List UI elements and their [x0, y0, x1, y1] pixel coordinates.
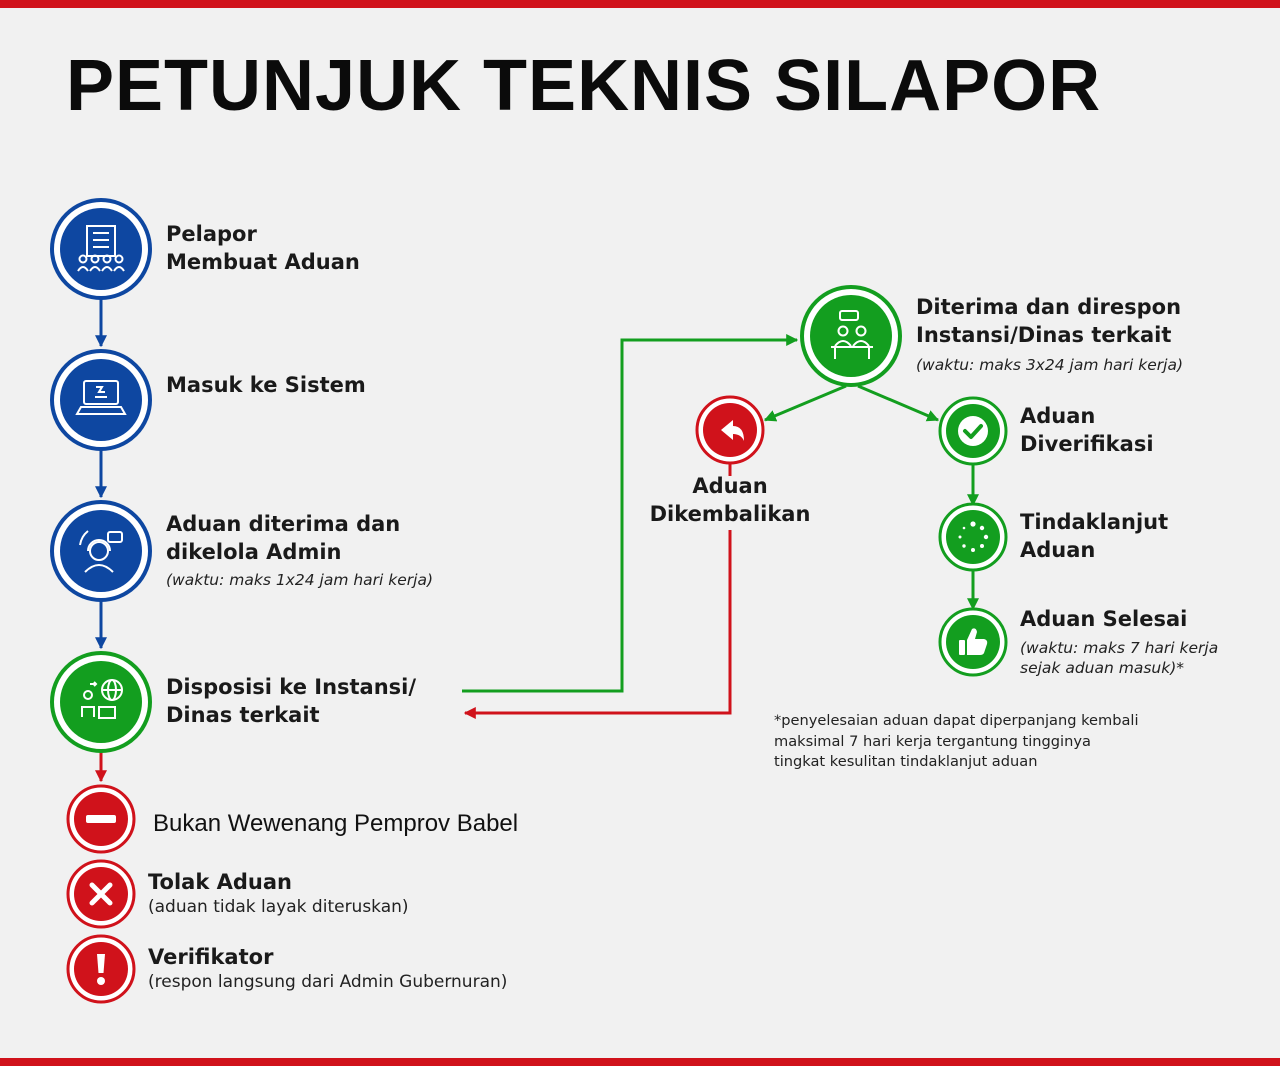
verified-line-1: Aduan [1020, 404, 1096, 428]
forward-arrow [462, 334, 799, 693]
split-left-arrow [763, 384, 847, 422]
received-node [800, 285, 902, 387]
verified-line-2: Diverifikasi [1020, 432, 1154, 456]
followup-node [938, 502, 1008, 572]
done-note-line-1: (waktu: maks 7 hari kerja [1020, 639, 1219, 657]
outcome-verifikator-title: Verifikator [148, 945, 274, 969]
done-note: (waktu: maks 7 hari kerja sejak aduan ma… [1020, 638, 1218, 678]
footnote: *penyelesaian aduan dapat diperpanjang k… [774, 711, 1139, 773]
step-admin-line-1: Aduan diterima dan [166, 512, 401, 536]
footnote-line-3: tingkat kesulitan tindaklanjut aduan [774, 753, 1038, 770]
step-pelapor-node [50, 198, 152, 300]
exclamation-icon [97, 954, 105, 985]
footnote-line-1: *penyelesaian aduan dapat diperpanjang k… [774, 712, 1139, 729]
split-right-arrow [857, 384, 940, 422]
step-sistem-node [50, 349, 152, 451]
page-title: PETUNJUK TEKNIS SILAPOR [66, 46, 1102, 126]
laptop-icon [75, 380, 127, 415]
step-disposisi-line-1: Disposisi ke Instansi/ [166, 675, 417, 699]
followup-line-1: Tindaklanjut [1020, 510, 1169, 534]
done-node [938, 607, 1008, 677]
outcome-tolak-node [66, 859, 136, 929]
step-sistem-line-1: Masuk ke Sistem [166, 373, 366, 397]
loading-dots-icon [958, 521, 989, 552]
thumbs-up-icon [959, 628, 988, 655]
step-admin-line-2: dikelola Admin [166, 540, 342, 564]
checkmark-icon [963, 424, 983, 439]
outcome-tolak-desc: (aduan tidak layak diteruskan) [148, 897, 409, 917]
followup-line-2: Aduan [1020, 538, 1096, 562]
received-note: (waktu: maks 3x24 jam hari kerja) [916, 356, 1184, 374]
step-disposisi-node [50, 651, 152, 753]
received-line-1: Diterima dan direspon [916, 295, 1182, 319]
done-note-line-2: sejak aduan masuk)* [1020, 659, 1184, 677]
returned-line-1: Aduan [692, 474, 768, 498]
return-arrow-icon [721, 420, 744, 441]
return-arrow [463, 530, 732, 719]
close-icon [89, 882, 113, 906]
step-pelapor-line-2: Membuat Aduan [166, 250, 360, 274]
step-pelapor-line-1: Pelapor [166, 222, 257, 246]
outcome-tolak-title: Tolak Aduan [148, 870, 292, 894]
verified-node [938, 396, 1008, 466]
done-title: Aduan Selesai [1020, 607, 1188, 631]
verified-label: Aduan Diverifikasi [1020, 402, 1154, 458]
disposition-globe-icon [81, 679, 123, 719]
officer-desk-icon [831, 310, 873, 359]
step-admin-note: (waktu: maks 1x24 jam hari kerja) [166, 571, 434, 589]
footnote-line-2: maksimal 7 hari kerja tergantung tinggin… [774, 732, 1091, 750]
step-disposisi-label: Disposisi ke Instansi/ Dinas terkait [166, 673, 416, 729]
outcome-verifikator-node [66, 934, 136, 1004]
outcome-bukan-wewenang-label: Bukan Wewenang Pemprov Babel [153, 810, 519, 837]
returned-label: Aduan Dikembalikan [640, 472, 820, 528]
admin-headset-icon [79, 530, 123, 573]
outcome-bukan-wewenang-node [66, 784, 136, 854]
returned-node [695, 395, 765, 465]
step-sistem-label: Masuk ke Sistem [166, 371, 366, 399]
followup-label: Tindaklanjut Aduan [1020, 508, 1168, 564]
building-people-icon [77, 225, 125, 272]
received-label: Diterima dan direspon Instansi/Dinas ter… [916, 293, 1181, 349]
received-line-2: Instansi/Dinas terkait [916, 323, 1172, 347]
step-disposisi-line-2: Dinas terkait [166, 703, 320, 727]
step-admin-label: Aduan diterima dan dikelola Admin [166, 510, 400, 566]
bottom-border [0, 1058, 1280, 1066]
returned-line-2: Dikembalikan [649, 502, 811, 526]
minus-circle-icon [86, 815, 116, 823]
step-pelapor-label: Pelapor Membuat Aduan [166, 220, 360, 276]
outcome-verifikator-desc: (respon langsung dari Admin Gubernuran) [148, 972, 508, 992]
top-border [0, 0, 1280, 8]
step-admin-node [50, 500, 152, 602]
